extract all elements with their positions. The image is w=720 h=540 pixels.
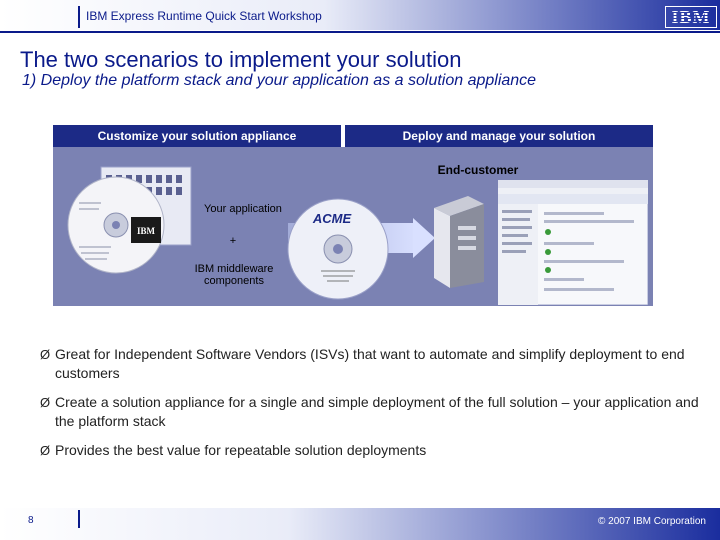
list-item: Ø Great for Independent Software Vendors… [40, 345, 700, 383]
bullet-text: Provides the best value for repeatable s… [55, 441, 700, 460]
bullet-marker: Ø [40, 441, 55, 460]
tab-deploy: Deploy and manage your solution [345, 125, 653, 147]
ibm-logo-text: IBM [672, 7, 711, 28]
copyright: © 2007 IBM Corporation [598, 516, 706, 527]
console-screenshot [498, 180, 648, 305]
footer-divider [78, 510, 80, 528]
end-customer-label: End-customer [423, 163, 533, 177]
bullet-marker: Ø [40, 393, 55, 431]
deck-title: IBM Express Runtime Quick Start Workshop [86, 9, 322, 23]
bullet-marker: Ø [40, 345, 55, 383]
acme-logo: ACME [312, 211, 352, 226]
bullet-list: Ø Great for Independent Software Vendors… [40, 345, 700, 470]
solution-diagram: Customize your solution appliance Deploy… [53, 125, 653, 306]
list-item: Ø Provides the best value for repeatable… [40, 441, 700, 460]
slide-header: IBM Express Runtime Quick Start Workshop… [0, 0, 720, 34]
ibm-box-logo: IBM [137, 226, 156, 236]
slide-title: The two scenarios to implement your solu… [20, 47, 461, 73]
list-item: Ø Create a solution appliance for a sing… [40, 393, 700, 431]
header-rule [0, 31, 720, 33]
tab-customize: Customize your solution appliance [53, 125, 341, 147]
header-divider [78, 6, 80, 28]
bullet-text: Create a solution appliance for a single… [55, 393, 700, 431]
cd-stack-image: IBM [61, 157, 201, 307]
bullet-text: Great for Independent Software Vendors (… [55, 345, 700, 383]
server-icon [428, 190, 488, 290]
ibm-logo: IBM [665, 6, 717, 28]
slide-subtitle: 1) Deploy the platform stack and your ap… [22, 72, 536, 90]
acme-cd-image: ACME [287, 197, 389, 301]
page-number: 8 [28, 515, 34, 526]
plus-sign: + [223, 235, 243, 247]
your-application-label: Your application [188, 203, 298, 215]
middleware-label: IBM middleware components [181, 263, 287, 287]
slide-footer: 8 © 2007 IBM Corporation [0, 508, 720, 540]
